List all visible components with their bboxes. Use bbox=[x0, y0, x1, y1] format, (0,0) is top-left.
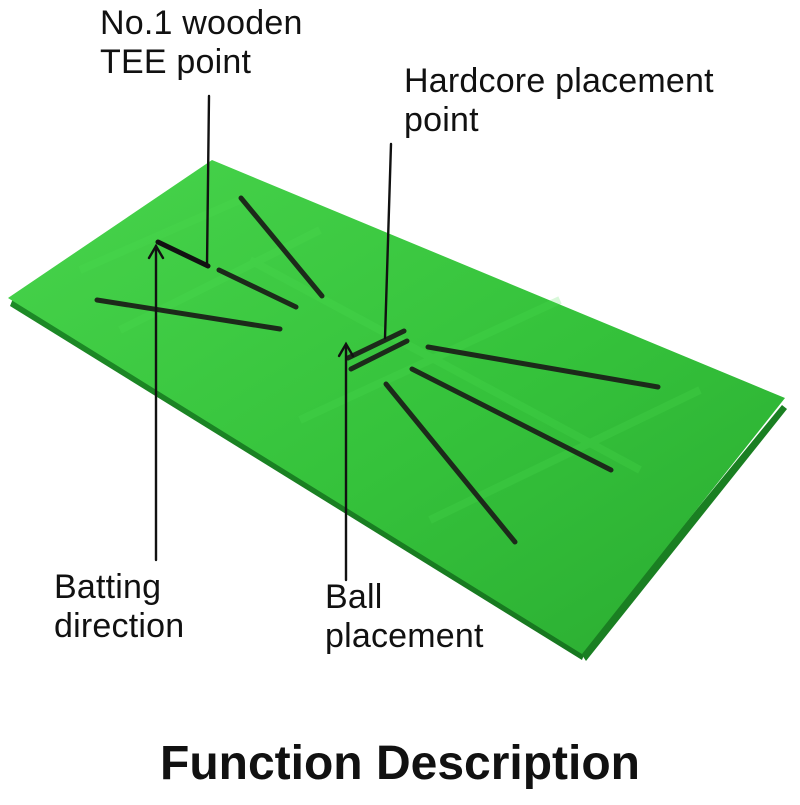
ball-placement-label: Ball placement bbox=[325, 578, 484, 656]
ball-placement-label-line-1: Ball bbox=[325, 578, 383, 616]
tee-point-label-line-1: No.1 wooden bbox=[100, 4, 303, 42]
ball-placement-arrowhead bbox=[337, 341, 355, 358]
guide-line-right-middle bbox=[409, 366, 614, 473]
guide-line-right-upper bbox=[425, 344, 661, 390]
hardcore-placement-label: Hardcore placement point bbox=[404, 62, 714, 140]
hitting-mat bbox=[8, 160, 787, 661]
batting-direction-arrowhead bbox=[147, 243, 165, 260]
ball-placement-line-upper bbox=[345, 328, 407, 361]
batting-direction-label-line-1: Batting bbox=[54, 568, 162, 606]
tee-point-label: No.1 wooden TEE point bbox=[100, 4, 303, 82]
guide-line-upper-diagonal bbox=[238, 195, 325, 299]
ball-placement-label-line-2: placement bbox=[325, 617, 484, 656]
guide-line-tee-horizontal bbox=[216, 267, 299, 310]
function-description-title: Function Description bbox=[160, 737, 640, 790]
hardcore-placement-label-line-2: point bbox=[404, 101, 479, 140]
batting-direction-label: Batting direction bbox=[54, 568, 184, 646]
mat-guide-lines bbox=[94, 195, 661, 545]
mat-top-surface bbox=[8, 160, 785, 654]
ball-placement-line-lower bbox=[348, 338, 410, 372]
guide-line-right-lower bbox=[383, 381, 518, 545]
annotation-pointers bbox=[147, 94, 393, 582]
mat-texture bbox=[78, 196, 702, 524]
batting-direction-label-line-2: direction bbox=[54, 607, 185, 646]
mat-right-edge bbox=[580, 405, 787, 661]
guide-line-left-horizontal bbox=[94, 297, 283, 332]
hardcore-pointer-line bbox=[383, 142, 393, 340]
tee-point-label-line-2: TEE point bbox=[100, 43, 252, 82]
tee-pointer-arrowhead bbox=[155, 239, 211, 269]
tee-pointer-line bbox=[205, 94, 211, 268]
hardcore-placement-label-line-1: Hardcore placement bbox=[404, 62, 714, 100]
